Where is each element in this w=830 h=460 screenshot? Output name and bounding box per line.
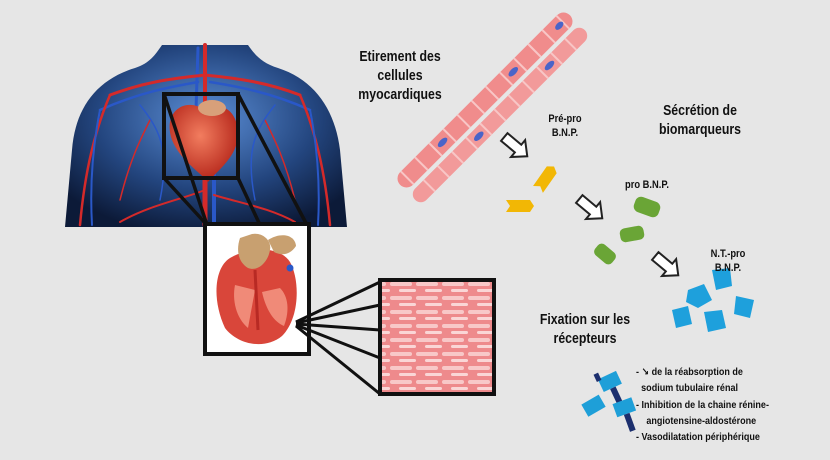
stretch-label-line1: Etirement des — [359, 48, 441, 65]
prepro-label-line2: B.N.P. — [551, 126, 579, 139]
fixation-label-line1: Fixation sur les — [539, 311, 631, 328]
arrow-1-icon — [499, 131, 529, 159]
effect-line: angiotensine-aldostérone — [646, 414, 757, 427]
ntpro-label-line1: N.T.-pro — [710, 248, 746, 260]
effect-line: sodium tubulaire rénal — [641, 382, 739, 395]
arrow-3-icon — [650, 250, 680, 278]
ntpro-bnp-label: N.T.-pro B.N.P. — [703, 248, 754, 276]
prepro-label-line1: Pré-pro — [548, 113, 582, 125]
effect-line: - Inhibition de la chaine rénine- — [636, 398, 769, 411]
prepro-bnp-label: Pré-pro B.N.P. — [540, 113, 591, 141]
fixation-label: Fixation sur les récepteurs — [528, 311, 643, 349]
process-arrows — [499, 131, 680, 278]
stretch-label-line2: cellules — [377, 66, 423, 84]
ntpro-label-line2: B.N.P. — [714, 261, 742, 274]
secretion-label-line1: Sécrétion de — [663, 102, 737, 119]
zoom-lines-1 — [162, 93, 309, 227]
zoom-lines-2 — [295, 280, 381, 396]
heart-cross-section — [203, 222, 311, 356]
myocardial-tissue-zoom — [378, 278, 496, 396]
arrow-2-icon — [574, 193, 604, 221]
ntpro-bnp-fragments — [672, 268, 754, 332]
receptor-icons — [581, 370, 637, 432]
fixation-label-line2: récepteurs — [553, 329, 617, 347]
effect-line: - ↘ de la réabsorption de — [636, 366, 743, 378]
effect-line: - Vasodilatation périphérique — [636, 431, 760, 444]
physiological-effects-list: - ↘ de la réabsorption de sodium tubulai… — [636, 364, 799, 445]
heart-zoom-box — [162, 92, 240, 180]
myocyte-fibers — [397, 12, 588, 203]
pro-bnp-fragments — [594, 196, 661, 265]
secretion-label: Sécrétion de biomarqueurs — [651, 102, 749, 140]
pro-bnp-label: pro B.N.P. — [624, 179, 669, 191]
prepro-bnp-fragments — [506, 166, 557, 212]
stretch-label-line3: myocardiques — [358, 85, 442, 103]
human-torso-illustration — [65, 43, 347, 228]
stretch-label: Etirement des cellules myocardiques — [351, 48, 449, 104]
secretion-label-line2: biomarqueurs — [658, 120, 742, 138]
heart-icon — [169, 104, 238, 182]
